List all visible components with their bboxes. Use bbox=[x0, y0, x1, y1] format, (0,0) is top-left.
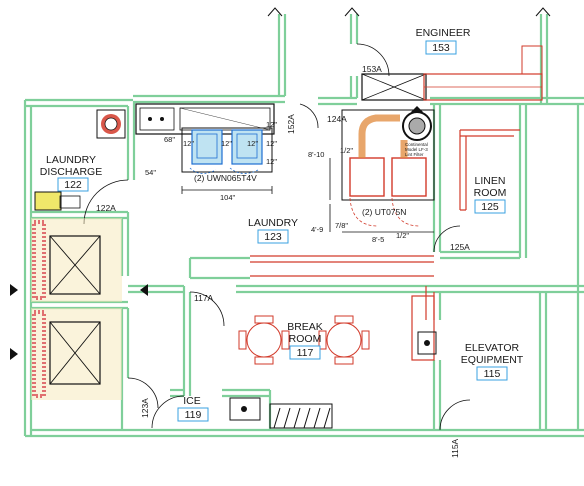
dryer-depth-dim-2-frac: 7/8" bbox=[335, 221, 348, 230]
washer-depth-dim: 68" bbox=[164, 135, 175, 144]
room-name: BREAK bbox=[287, 321, 323, 333]
elevators bbox=[10, 218, 148, 400]
room-name: LAUNDRY bbox=[46, 154, 96, 166]
elevator-equipment-fixture bbox=[127, 103, 471, 431]
door-tag-117a: 117A bbox=[194, 293, 214, 303]
break-room-furniture bbox=[238, 315, 370, 365]
clear-dim-1: 12" bbox=[183, 139, 194, 148]
room-label-break-room: BREAK ROOM 117 bbox=[287, 321, 323, 360]
clear-dim-6: 12" bbox=[266, 157, 277, 166]
dryer-depth-dim-1: 8'-10 bbox=[308, 150, 324, 159]
washer-gap-dim: 54" bbox=[145, 168, 156, 177]
door-tag-125a: 125A bbox=[450, 242, 470, 252]
room-label-laundry: LAUNDRY 123 bbox=[248, 217, 298, 244]
door-tag-152a: 152A bbox=[286, 114, 296, 134]
washers bbox=[181, 127, 273, 194]
clear-dim-3: 12" bbox=[247, 139, 258, 148]
laundry-discharge-equipment bbox=[34, 109, 129, 225]
room-label-linen-room: LINEN ROOM 125 bbox=[474, 175, 507, 214]
room-name: LAUNDRY bbox=[248, 217, 298, 229]
room-label-engineer: ENGINEER 153 bbox=[416, 27, 471, 55]
dryer-depth-dim-2: 4'-9 bbox=[311, 225, 323, 234]
filter-label-3: Lint Filter bbox=[405, 152, 424, 157]
dryer-width-dim-frac: 1/2" bbox=[396, 231, 409, 240]
room-name: LINEN bbox=[475, 175, 506, 187]
door-tag-153a: 153A bbox=[362, 64, 382, 74]
room-name: ROOM bbox=[289, 333, 322, 345]
room-number: 117 bbox=[297, 347, 314, 359]
dryers bbox=[329, 109, 435, 233]
room-name: ENGINEER bbox=[416, 27, 471, 39]
room-label-laundry-discharge: LAUNDRY DISCHARGE 122 bbox=[40, 154, 102, 192]
washers-label: (2) UWN065T4V bbox=[194, 173, 257, 183]
ice-equipment bbox=[151, 395, 333, 429]
room-number: 125 bbox=[481, 201, 499, 213]
room-name: ROOM bbox=[474, 187, 507, 199]
room-number: 115 bbox=[484, 368, 501, 380]
filter-label-2: Model LF-3 bbox=[405, 147, 428, 152]
washer-width-dim: 104" bbox=[220, 193, 236, 202]
dryers-label: (2) UT075N bbox=[362, 207, 406, 217]
dryer-depth-dim-1-frac: 1/2" bbox=[340, 146, 353, 155]
door-tag-115a: 115A bbox=[450, 438, 460, 458]
room-name: EQUIPMENT bbox=[461, 354, 524, 366]
door-tag-124a: 124A bbox=[327, 114, 347, 124]
column-markers bbox=[267, 7, 551, 17]
room-name: ICE bbox=[183, 395, 201, 407]
room-number: 119 bbox=[185, 409, 202, 421]
room-name: DISCHARGE bbox=[40, 166, 102, 178]
engineer-equipment bbox=[356, 43, 543, 101]
room-number: 122 bbox=[64, 179, 82, 191]
room-number: 153 bbox=[432, 42, 450, 54]
filter-label-1: Continental bbox=[405, 142, 428, 147]
clear-dim-5: 12" bbox=[266, 139, 277, 148]
door-tag-122a: 122A bbox=[96, 203, 116, 213]
clear-dim-4: 12" bbox=[266, 120, 277, 129]
dryer-width-dim: 8'-5 bbox=[372, 235, 384, 244]
room-label-elevator-equipment: ELEVATOR EQUIPMENT 115 bbox=[461, 342, 524, 381]
door-tag-123a: 123A bbox=[140, 398, 150, 418]
room-name: ELEVATOR bbox=[465, 342, 520, 354]
linen-shelving bbox=[250, 129, 520, 320]
lint-filter bbox=[402, 106, 432, 141]
room-label-ice: ICE 119 bbox=[177, 395, 209, 422]
clear-dim-2: 12" bbox=[221, 139, 232, 148]
linen-door-swing bbox=[433, 225, 461, 253]
room-number: 123 bbox=[264, 231, 282, 243]
